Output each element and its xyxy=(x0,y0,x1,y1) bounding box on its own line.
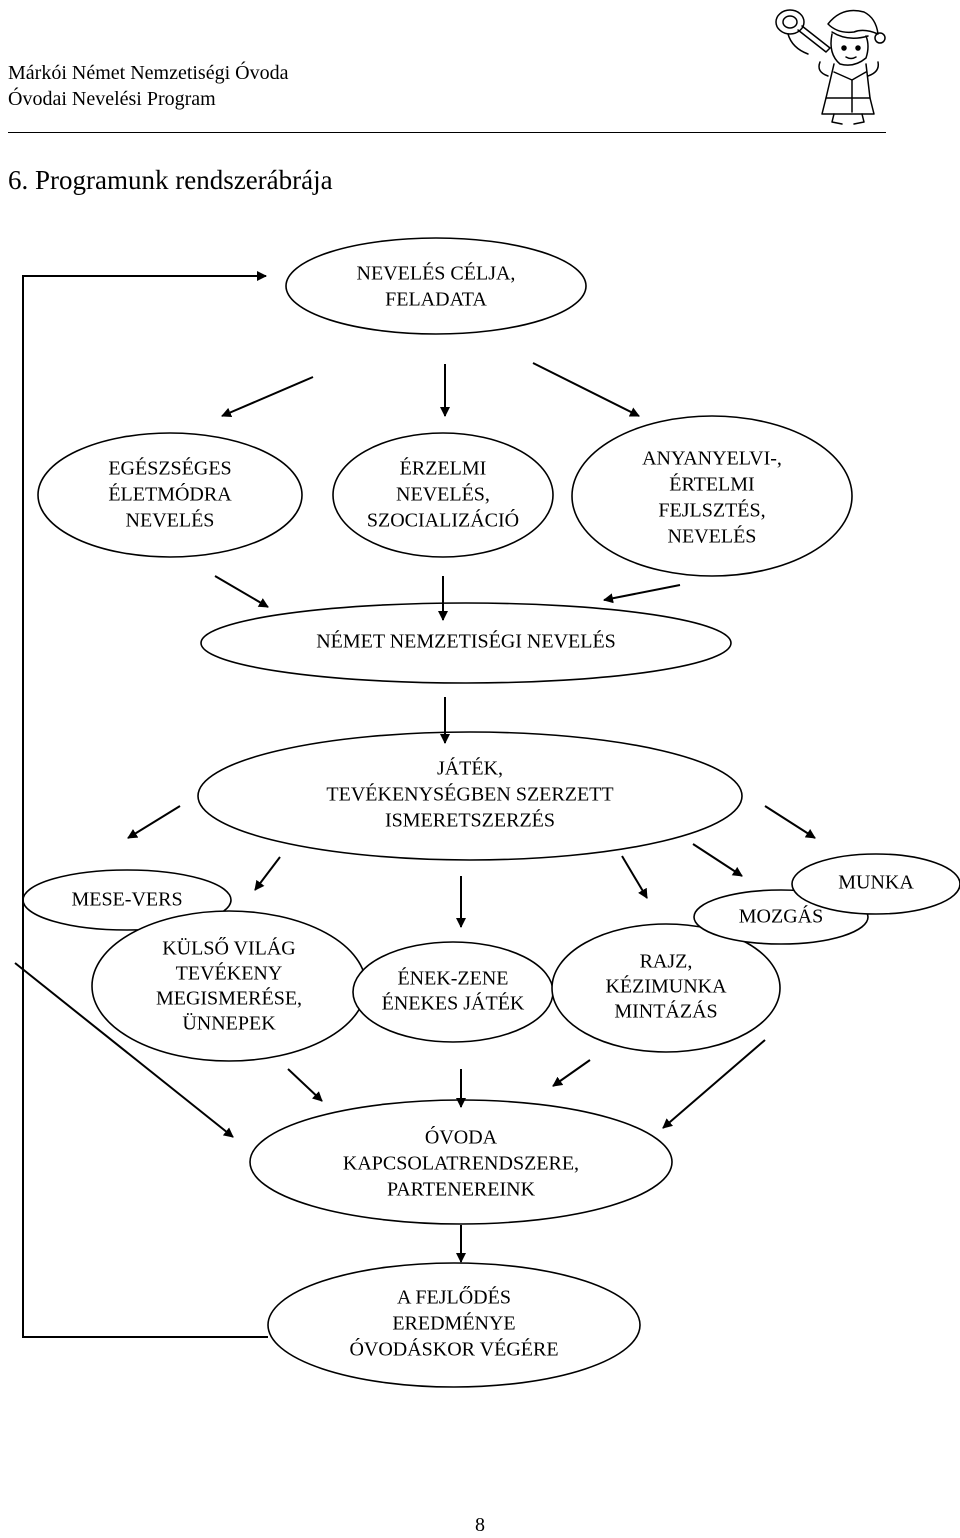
flow-arrow xyxy=(764,805,816,839)
node-language-ellipse xyxy=(571,415,853,577)
flow-arrow xyxy=(662,1039,766,1129)
node-kindergarten-label: KAPCSOLATRENDSZERE, xyxy=(343,1153,579,1175)
node-world-label: TEVÉKENY xyxy=(176,962,283,985)
node-play-label: JÁTÉK, xyxy=(437,757,503,780)
header-program-name: Óvodai Nevelési Program xyxy=(8,88,216,110)
node-goal-label: FELADATA xyxy=(385,289,487,311)
node-result-label: EREDMÉNYE xyxy=(392,1312,515,1335)
flow-arrow xyxy=(532,362,640,417)
flow-arrow xyxy=(552,1059,591,1087)
node-tale-label: MESE-VERS xyxy=(71,889,182,911)
node-work-label: MUNKA xyxy=(838,872,914,894)
child-with-horn-logo xyxy=(775,9,886,125)
node-drawing-label: RAJZ, xyxy=(640,951,693,973)
node-world-label: MEGISMERÉSE, xyxy=(156,987,302,1010)
flow-arrow xyxy=(14,962,234,1138)
node-german-ellipse xyxy=(200,602,732,684)
flow-arrow xyxy=(214,575,269,608)
node-emotional-label: ÉRZELMI xyxy=(400,457,487,480)
node-goal-ellipse xyxy=(285,237,587,335)
section-title: 6. Programunk rendszerábrája xyxy=(8,165,333,195)
node-world-label: KÜLSŐ VILÁG xyxy=(162,936,296,960)
node-play-label: TEVÉKENYSÉGBEN SZERZETT xyxy=(326,783,613,806)
flow-arrow xyxy=(127,805,181,839)
node-emotional-label: SZOCIALIZÁCIÓ xyxy=(367,508,519,532)
node-german-label: NÉMET NEMZETISÉGI NEVELÉS xyxy=(316,630,616,653)
node-health-label: EGÉSZSÉGES xyxy=(108,457,231,480)
node-world-label: ÜNNEPEK xyxy=(182,1012,276,1035)
node-language-label: FEJLSZTÉS, xyxy=(658,499,765,522)
node-emotional-label: NEVELÉS, xyxy=(396,483,490,506)
node-play-label: ISMERETSZERZÉS xyxy=(385,809,555,832)
node-language-label: NEVELÉS xyxy=(668,525,757,548)
node-language-label: ANYANYELVI-, xyxy=(642,448,782,470)
flow-arrow xyxy=(603,584,681,604)
node-world-ellipse xyxy=(91,910,367,1062)
node-music-label: ÉNEKES JÁTÉK xyxy=(382,992,525,1015)
node-health-label: ÉLETMÓDRA xyxy=(108,482,232,506)
feedback-loop-arrow xyxy=(22,271,268,1338)
node-emotional-ellipse xyxy=(332,432,554,558)
node-result-ellipse xyxy=(267,1262,641,1388)
header-school-name: Márkói Német Nemzetiségi Óvoda xyxy=(8,62,289,84)
node-kindergarten-label: PARTENEREINK xyxy=(387,1179,536,1201)
node-work-ellipse xyxy=(791,853,960,915)
node-play-ellipse xyxy=(197,731,743,861)
node-health-label: NEVELÉS xyxy=(126,509,215,532)
flow-arrow xyxy=(692,843,743,877)
flow-arrow xyxy=(221,376,314,418)
node-language-label: ÉRTELMI xyxy=(669,473,754,496)
node-result-label: ÓVODÁSKOR VÉGÉRE xyxy=(349,1337,558,1361)
flow-arrow xyxy=(254,856,281,891)
node-movement-label: MOZGÁS xyxy=(739,905,823,928)
flow-arrow xyxy=(287,1068,323,1102)
node-drawing-label: MINTÁZÁS xyxy=(614,1000,717,1023)
node-drawing-ellipse xyxy=(551,923,781,1053)
node-health-ellipse xyxy=(37,432,303,558)
flow-arrow xyxy=(621,855,648,899)
node-drawing-label: KÉZIMUNKA xyxy=(605,975,727,998)
node-kindergarten-label: ÓVODA xyxy=(425,1125,498,1149)
node-goal-label: NEVELÉS CÉLJA, xyxy=(357,262,516,285)
node-result-label: A FEJLŐDÉS xyxy=(397,1285,511,1309)
page-number: 8 xyxy=(475,1514,485,1536)
header-divider xyxy=(8,132,886,133)
node-music-label: ÉNEK-ZENE xyxy=(397,967,508,990)
